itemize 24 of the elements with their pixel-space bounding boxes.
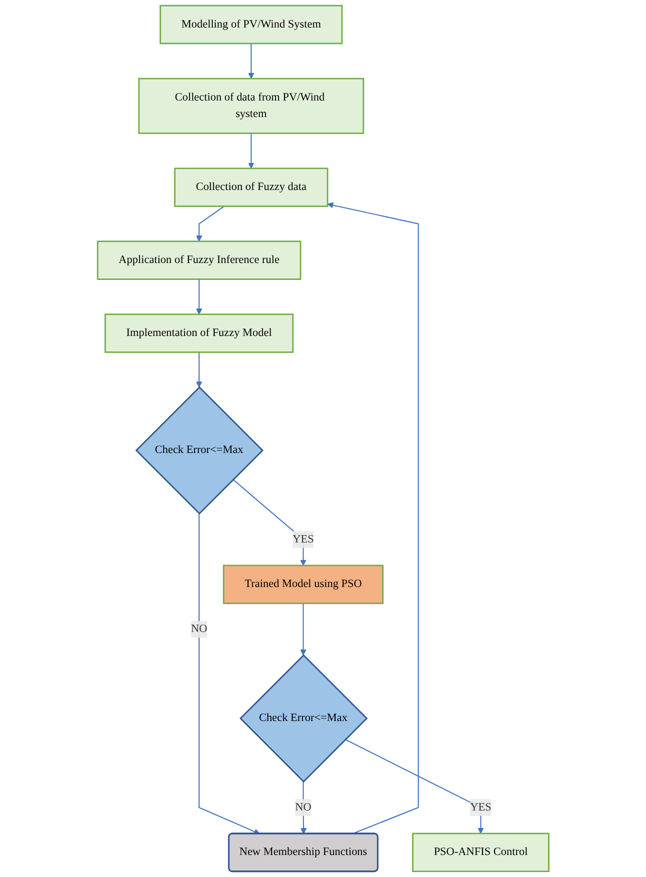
node-box: Trained Model using PSO bbox=[222, 564, 384, 604]
node-box: PSO-ANFIS Control bbox=[412, 832, 550, 872]
node-diamond: Check Error<=Max bbox=[135, 386, 264, 515]
edge-label: YES bbox=[470, 801, 492, 814]
node-box: Modelling of PV/Wind System bbox=[159, 4, 342, 44]
node-box: Application of Fuzzy Inference rule bbox=[96, 240, 302, 280]
arrow bbox=[327, 202, 419, 834]
arrow bbox=[196, 206, 224, 242]
arrow bbox=[344, 739, 484, 834]
arrow bbox=[248, 133, 254, 169]
node-box: Collection of Fuzzy data bbox=[174, 168, 328, 207]
node-box: Collection of data from PV/Wind system bbox=[138, 78, 364, 134]
arrow bbox=[232, 479, 306, 566]
arrow bbox=[248, 44, 254, 79]
arrow bbox=[196, 279, 202, 315]
arrow bbox=[300, 782, 306, 834]
edge-label: YES bbox=[292, 533, 314, 546]
edge-label: NO bbox=[190, 623, 207, 635]
node-box: Implementation of Fuzzy Model bbox=[104, 314, 294, 353]
arrow bbox=[198, 514, 260, 834]
edge-label: NO bbox=[294, 801, 312, 814]
node-diamond: Check Error<=Max bbox=[239, 654, 368, 783]
arrow bbox=[196, 352, 202, 388]
arrow bbox=[300, 603, 306, 656]
